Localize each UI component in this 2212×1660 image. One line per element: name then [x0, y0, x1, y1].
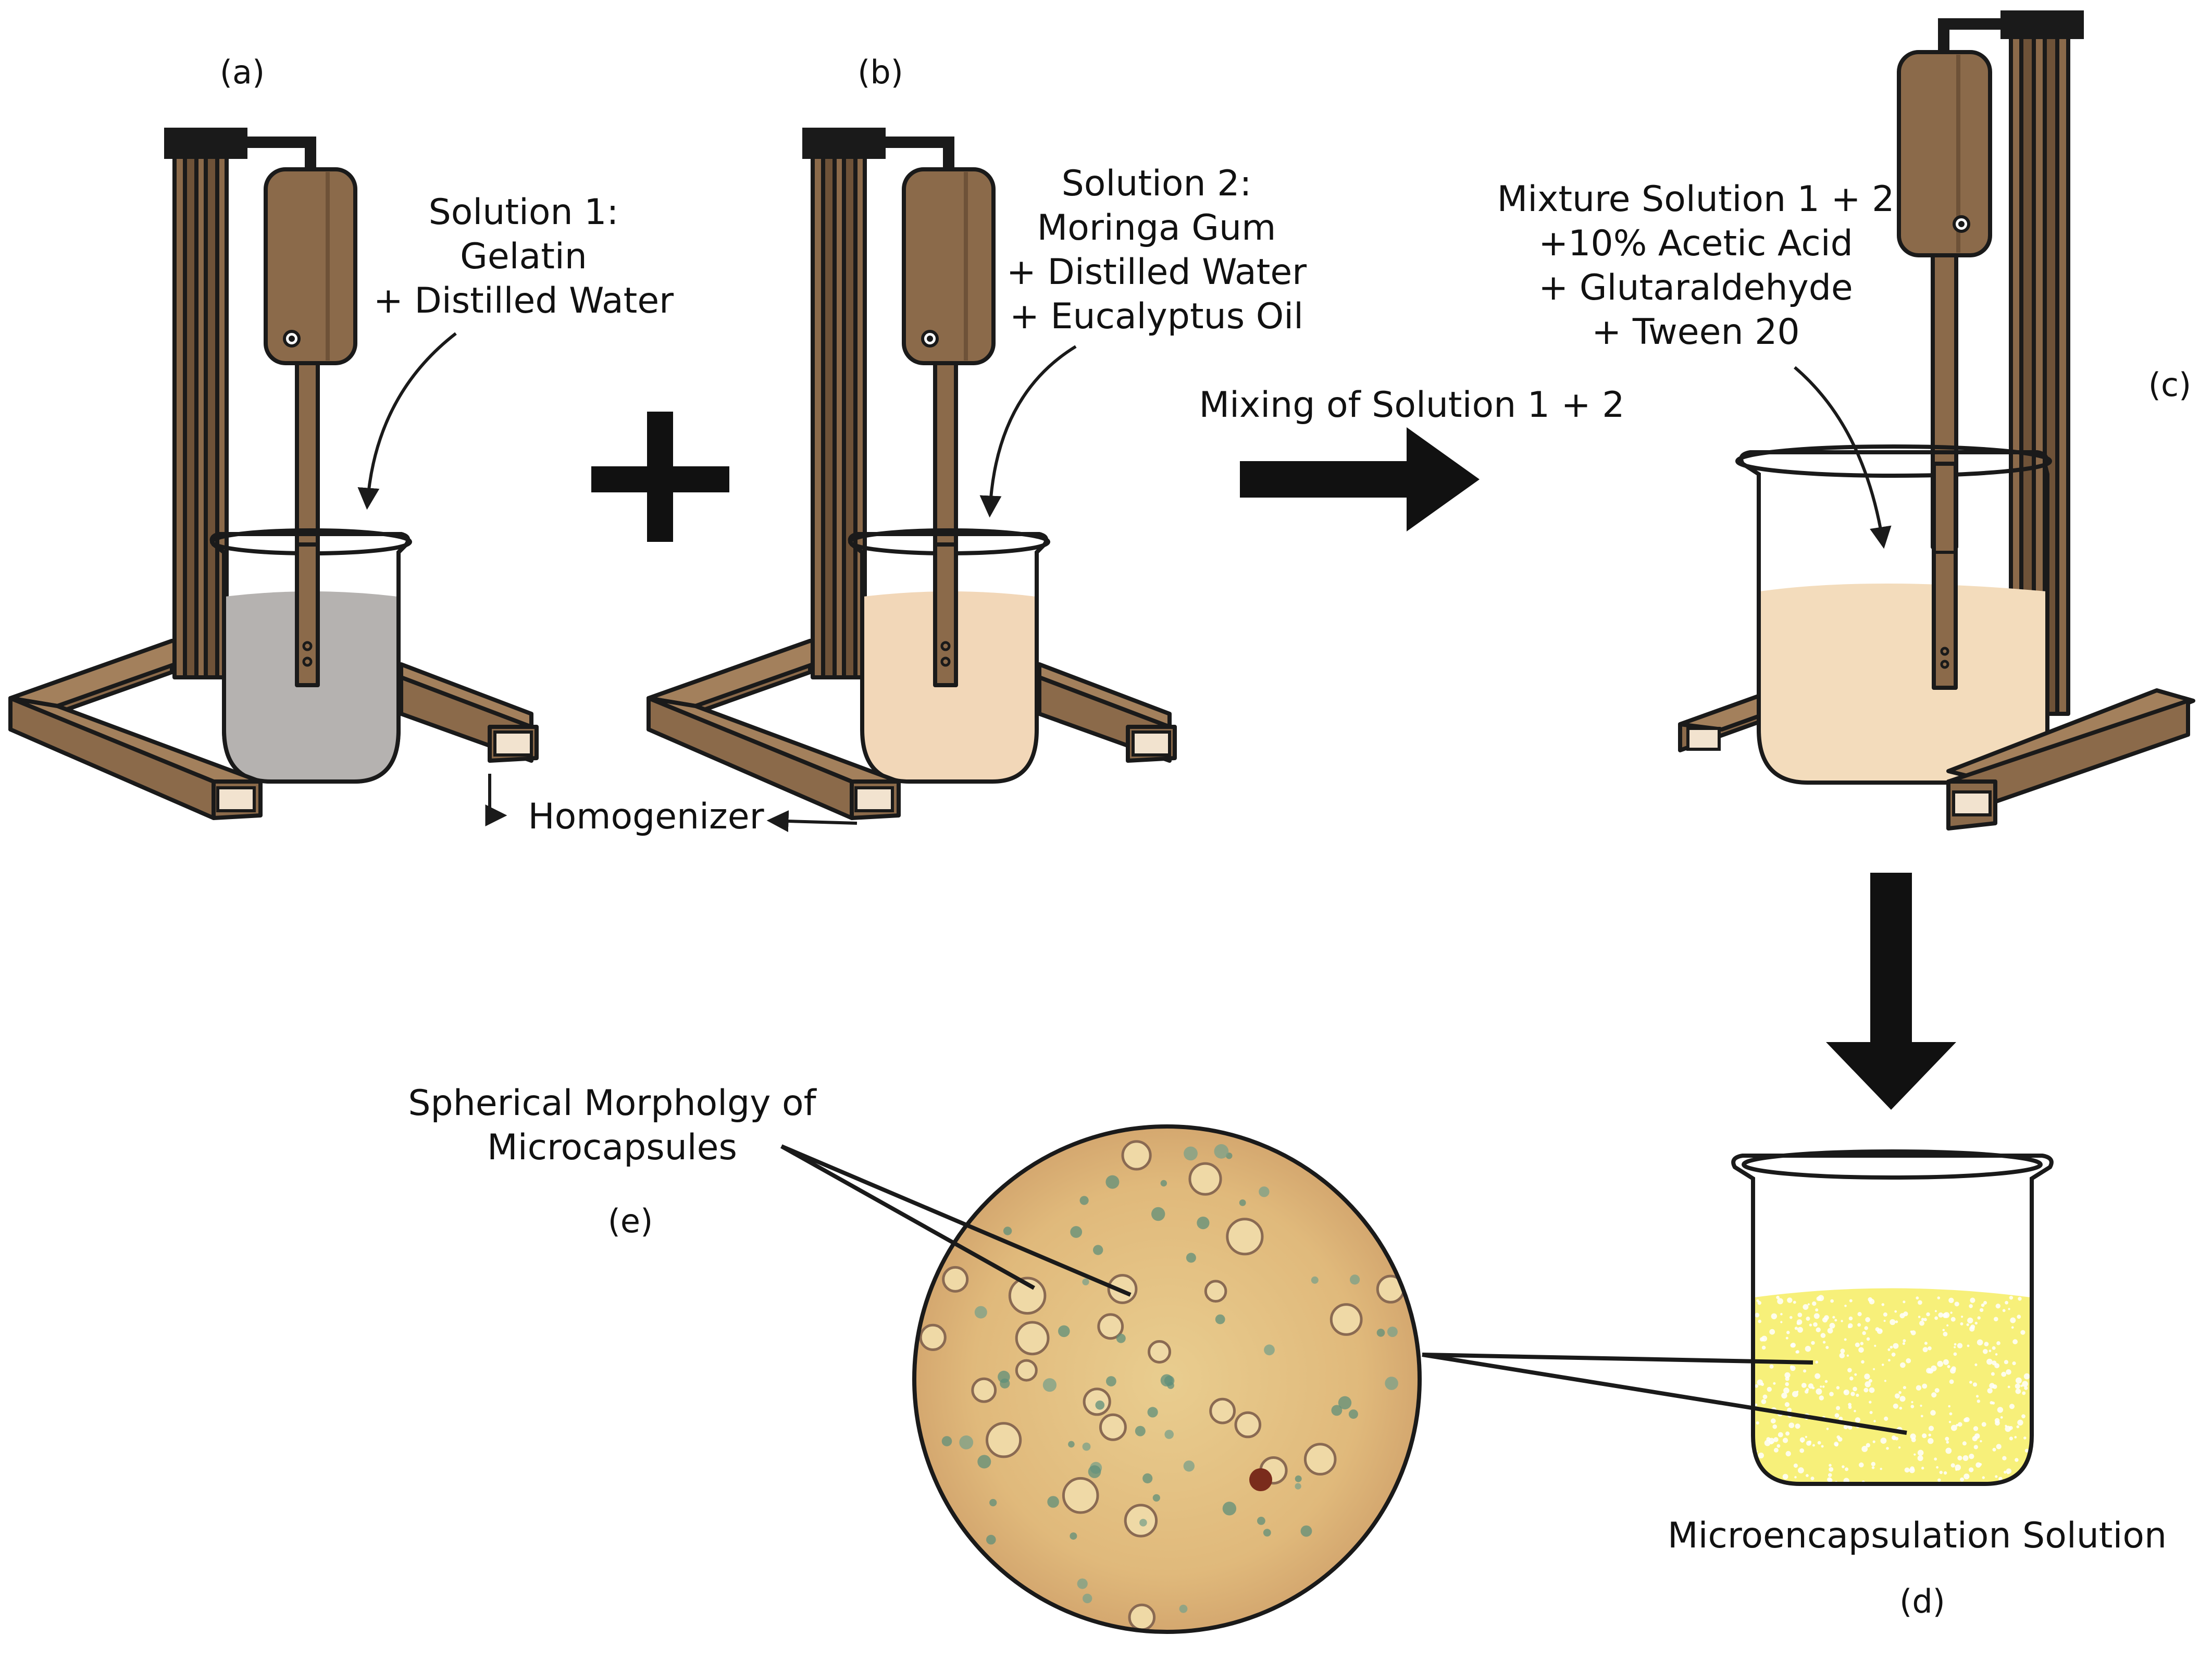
svg-text:Solution 1:: Solution 1:: [429, 192, 619, 233]
panel-label-c: (c): [2148, 366, 2191, 404]
microencapsulation-beaker: [1731, 1149, 2054, 1486]
svg-text:+ Tween 20: + Tween 20: [1592, 312, 1799, 353]
panel-label-d: (d): [1899, 1582, 1945, 1620]
down-arrow-icon: [1826, 873, 1956, 1110]
panel-label-e: (e): [608, 1202, 653, 1240]
svg-text:+ Eucalyptus Oil: + Eucalyptus Oil: [1010, 296, 1303, 337]
homogenizer-a: [8, 128, 539, 820]
homogenizer-label: Homogenizer: [528, 796, 764, 837]
mixture-label: Mixture Solution 1 + 2 +10% Acetic Acid …: [1497, 179, 1895, 353]
svg-text:+ Distilled Water: + Distilled Water: [374, 280, 674, 321]
solution1-label: Solution 1: Gelatin + Distilled Water: [374, 192, 674, 321]
svg-text:+ Glutaraldehyde: + Glutaraldehyde: [1538, 267, 1853, 308]
svg-text:+ Distilled Water: + Distilled Water: [1006, 252, 1307, 293]
microencapsulation-label: Microencapsulation Solution: [1668, 1515, 2167, 1556]
svg-text:Moringa Gum: Moringa Gum: [1037, 207, 1276, 249]
mixing-label: Mixing of Solution 1 + 2: [1199, 385, 1624, 426]
plus-icon: [591, 412, 729, 542]
pointer-lines: [357, 332, 1907, 1435]
svg-text:Solution 2:: Solution 2:: [1062, 163, 1252, 204]
svg-text:Microcapsules: Microcapsules: [487, 1127, 737, 1168]
homogenizer-b: [647, 128, 1177, 820]
panel-label-b: (b): [858, 53, 903, 91]
panel-label-a: (a): [220, 53, 265, 91]
morphology-label: Spherical Morpholgy of Microcapsules: [408, 1083, 817, 1168]
mixing-arrow-icon: [1240, 427, 1480, 531]
svg-text:Gelatin: Gelatin: [460, 236, 587, 277]
svg-text:+10% Acetic Acid: +10% Acetic Acid: [1538, 223, 1853, 264]
svg-text:Mixture Solution 1 + 2: Mixture Solution 1 + 2: [1497, 179, 1895, 220]
solution2-label: Solution 2: Moringa Gum + Distilled Wate…: [1006, 163, 1307, 337]
homogenizer-c: [1678, 10, 2195, 831]
microscope-view: [912, 1124, 1422, 1634]
svg-text:Spherical Morpholgy of: Spherical Morpholgy of: [408, 1083, 817, 1124]
